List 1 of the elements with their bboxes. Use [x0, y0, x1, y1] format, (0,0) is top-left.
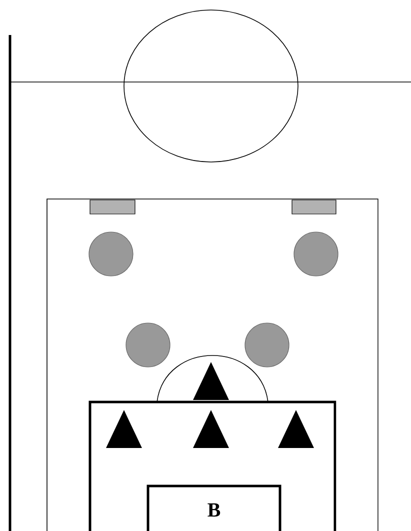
goal-box: B	[146, 484, 282, 531]
